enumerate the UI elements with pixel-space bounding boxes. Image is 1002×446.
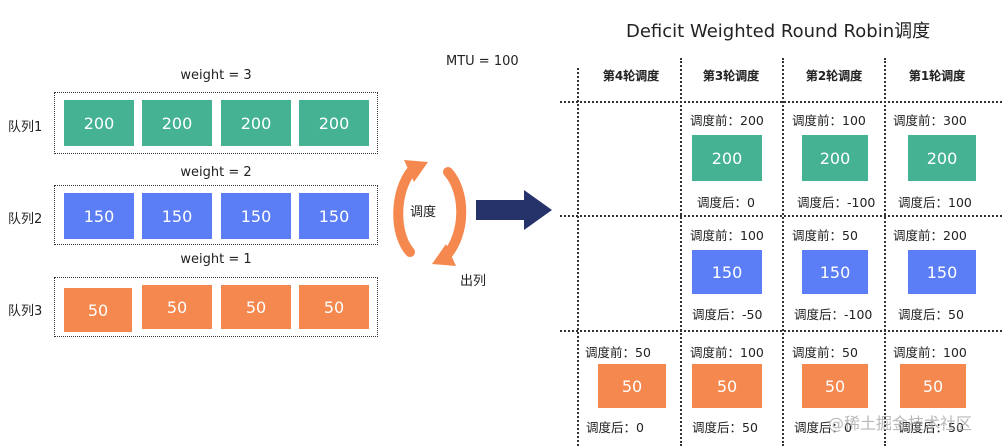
queue1-packet: 200 — [299, 100, 369, 146]
before-deficit: 调度前：100 — [690, 228, 764, 243]
after-deficit: 调度后：-100 — [794, 307, 873, 322]
grid-hline — [560, 215, 1002, 217]
queue3-packet: 50 — [64, 288, 132, 332]
scheduled-packet: 50 — [802, 364, 868, 408]
queue2-packet: 150 — [299, 193, 369, 239]
scheduled-packet: 200 — [908, 135, 976, 181]
after-deficit: 调度后：-100 — [797, 195, 876, 210]
round-header-4: 第4轮调度 — [602, 69, 660, 83]
grid-vline — [884, 58, 886, 446]
grid-hline — [560, 101, 1002, 103]
scheduled-packet: 50 — [692, 364, 762, 408]
cycle-label: 调度 — [410, 205, 437, 220]
before-deficit: 调度前：100 — [893, 345, 967, 360]
before-deficit: 调度前：300 — [893, 113, 967, 128]
right-arrow-icon — [476, 190, 552, 230]
cycle-arrows-icon — [393, 160, 467, 266]
scheduled-packet: 150 — [908, 250, 976, 294]
queue1-packet: 200 — [64, 100, 134, 146]
scheduled-packet: 150 — [802, 250, 868, 294]
grid-vline — [577, 68, 579, 446]
mtu-label: MTU = 100 — [446, 54, 519, 69]
queue2-packet: 150 — [142, 193, 212, 239]
queue1-packet: 200 — [142, 100, 212, 146]
before-deficit: 调度前：50 — [792, 345, 858, 360]
queue2-packet: 150 — [221, 193, 291, 239]
after-deficit: 调度后：-50 — [692, 307, 763, 322]
grid-vline — [680, 58, 682, 446]
after-deficit: 调度后：50 — [898, 307, 964, 322]
after-deficit: 调度后：50 — [898, 420, 964, 435]
after-deficit: 调度后：0 — [794, 420, 852, 435]
scheduled-packet: 50 — [598, 364, 666, 408]
scheduled-packet: 200 — [692, 135, 762, 181]
weight-label-queue1: weight = 3 — [180, 68, 252, 83]
after-deficit: 调度后：50 — [692, 420, 758, 435]
weight-label-queue2: weight = 2 — [180, 165, 252, 180]
grid-vline — [782, 58, 784, 446]
queue3-packet: 50 — [142, 285, 212, 329]
queue1-container — [54, 92, 378, 154]
queue3-packet: 50 — [221, 285, 291, 329]
scheduled-packet: 150 — [692, 250, 762, 294]
scheduled-packet: 200 — [802, 135, 868, 181]
after-deficit: 调度后：0 — [586, 420, 644, 435]
queue3-label: 队列3 — [8, 304, 43, 319]
scheduled-packet: 50 — [900, 364, 966, 408]
watermark: @稀土掘金技术社区 — [828, 414, 973, 433]
before-deficit: 调度前：50 — [585, 345, 651, 360]
before-deficit: 调度前：100 — [792, 113, 866, 128]
queue1-packet: 200 — [221, 100, 291, 146]
after-deficit: 调度后：0 — [697, 195, 755, 210]
grid-hline — [560, 330, 1002, 332]
queue2-label: 队列2 — [8, 212, 43, 227]
dequeue-label: 出列 — [460, 274, 487, 289]
after-deficit: 调度后：100 — [898, 195, 972, 210]
diagram-title: Deficit Weighted Round Robin调度 — [626, 21, 931, 42]
round-header-1: 第1轮调度 — [908, 69, 966, 83]
queue3-container — [54, 277, 378, 337]
before-deficit: 调度前：200 — [893, 228, 967, 243]
before-deficit: 调度前：200 — [690, 113, 764, 128]
round-header-3: 第3轮调度 — [702, 69, 760, 83]
before-deficit: 调度前：50 — [792, 228, 858, 243]
queue2-packet: 150 — [64, 193, 134, 239]
weight-label-queue3: weight = 1 — [180, 252, 252, 267]
before-deficit: 调度前：100 — [690, 345, 764, 360]
round-header-2: 第2轮调度 — [805, 69, 863, 83]
queue2-container — [54, 185, 378, 245]
queue1-label: 队列1 — [8, 120, 43, 135]
queue3-packet: 50 — [299, 285, 369, 329]
